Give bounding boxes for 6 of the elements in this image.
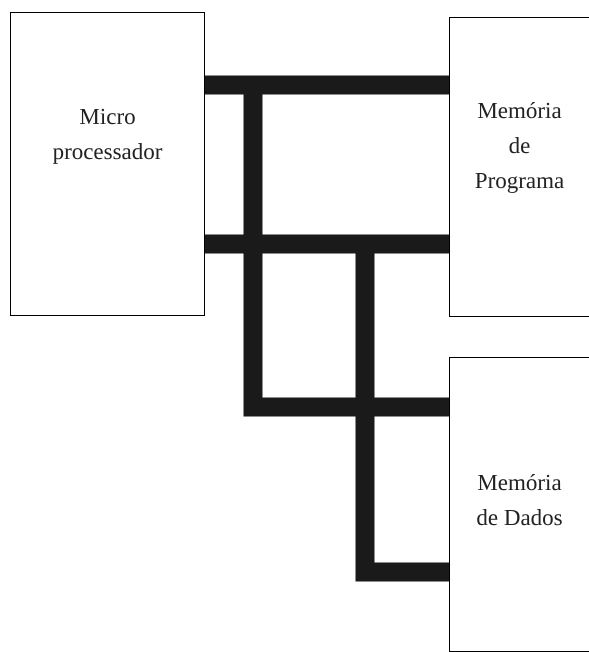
block-box xyxy=(449,357,589,652)
block-label: Memória de Dados xyxy=(475,468,564,532)
block-box xyxy=(10,12,205,316)
block-label: Micro processador xyxy=(52,103,164,166)
block-box xyxy=(449,17,589,317)
block-label: Memória de Programa xyxy=(474,96,564,195)
